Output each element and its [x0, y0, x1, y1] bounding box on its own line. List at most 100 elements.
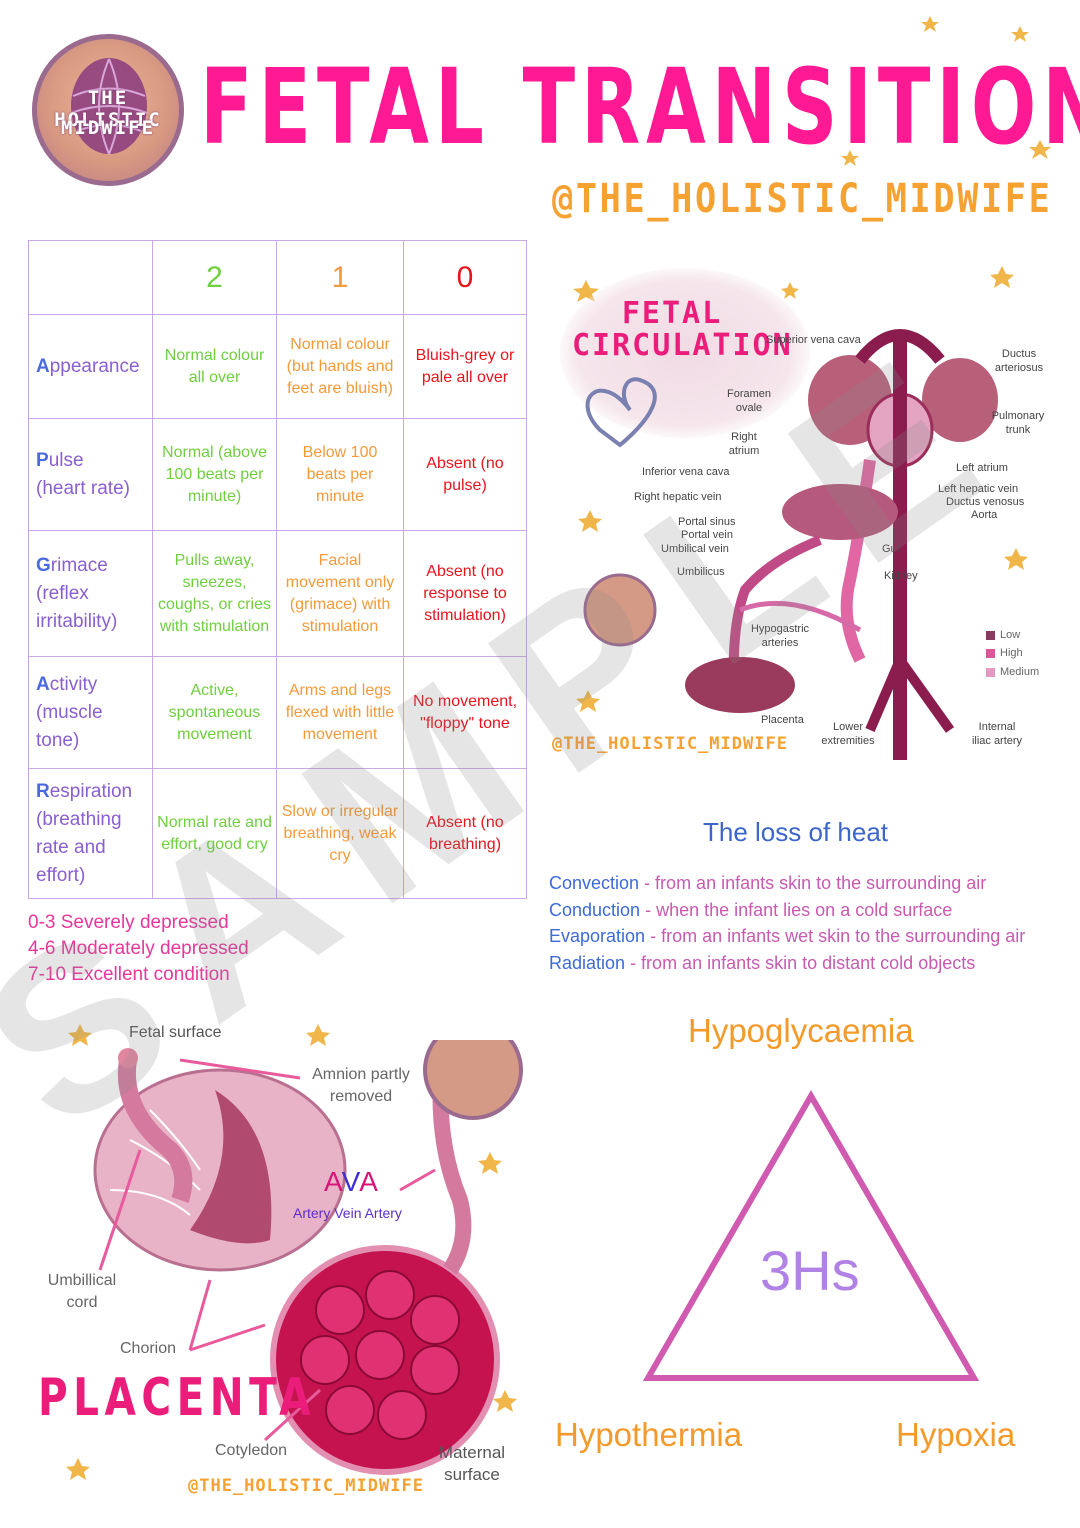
list-item: Convection - from an infants skin to the… — [549, 873, 987, 893]
label-hypoglycaemia: Hypoglycaemia — [688, 1012, 914, 1049]
label-left-hepatic-vein: Left hepatic vein — [938, 483, 1019, 495]
star-icon — [1004, 548, 1028, 570]
cell-appearance-2: Normal colour all over — [152, 314, 277, 419]
label-amnion: Amnion partly removed — [312, 1066, 410, 1105]
handle-mid: @THE_HOLISTIC_MIDWIFE — [552, 734, 788, 754]
label-ductus-arteriosus: Ductus arteriosus — [994, 348, 1044, 374]
liver — [782, 484, 898, 540]
cell-grimace-0: Absent (no response to stimulation) — [403, 530, 527, 657]
handle-top: @THE_HOLISTIC_MIDWIFE — [552, 176, 1053, 222]
heart-icon — [585, 377, 657, 448]
placenta-title: PLACENTA — [38, 1368, 316, 1428]
heat-loss-list: Convection - from an infants skin to the… — [549, 870, 1025, 976]
label-kidney: Kidney — [884, 570, 918, 582]
cell-grimace-1: Facial movement only (grimace) with stim… — [276, 530, 404, 657]
cell-activity-1: Arms and legs flexed with little movemen… — [276, 656, 404, 769]
left-lung — [922, 358, 998, 442]
legend-swatch-high — [986, 648, 995, 658]
star-icon — [921, 16, 939, 32]
legend-swatch-low — [986, 630, 995, 640]
star-icon — [478, 1152, 502, 1174]
table-row: Respiration(breathing rate and effort) N… — [28, 768, 527, 899]
logo: THE HOLISTIC MIDWIFE — [32, 34, 184, 186]
cell-activity-0: No movement, "floppy" tone — [403, 656, 527, 769]
label-placenta: Placenta — [761, 714, 804, 726]
label-right-hepatic-vein: Right hepatic vein — [634, 491, 722, 503]
cell-respiration-0: Absent (no breathing) — [403, 768, 527, 899]
heat-loss-title: The loss of heat — [703, 817, 888, 847]
label-umbilical-cord: Umbillical cord — [47, 1272, 117, 1311]
placenta-illustration — [93, 1040, 523, 1475]
star-icon — [781, 282, 799, 299]
apgar-score-key: 0-3 Severely depressed 4-6 Moderately de… — [28, 910, 249, 988]
label-lower-extremities: Lower extremities — [821, 721, 875, 747]
apgar-table: 2 1 0 Appearance Normal colour all over … — [28, 240, 527, 899]
three-hs-triangle — [642, 1090, 980, 1381]
label-chorion: Chorion — [120, 1340, 177, 1357]
three-hs-label: 3Hs — [760, 1239, 860, 1302]
list-item: Evaporation - from an infants wet skin t… — [549, 926, 1026, 946]
label-pulmonary-trunk: Pulmonary trunk — [991, 410, 1045, 436]
star-icon — [576, 690, 600, 712]
hypogastric-artery — [739, 600, 862, 633]
cell-activity-2: Active, spontaneous movement — [152, 656, 277, 769]
label-hypoxia: Hypoxia — [896, 1416, 1016, 1453]
mini-logo — [583, 573, 657, 647]
table-row: Activity(muscle tone) Active, spontaneou… — [28, 656, 527, 769]
cell-pulse-1: Below 100 beats per minute — [276, 418, 404, 531]
label-internal-iliac-artery: Internal iliac artery — [971, 721, 1023, 747]
fetal-circulation-title: FETAL CIRCULATION — [572, 296, 793, 363]
label-hypogastric-arteries: Hypogastric arteries — [750, 623, 810, 649]
row-label-appearance: Appearance — [28, 314, 153, 419]
fetal-circulation-title-line1: FETAL — [621, 296, 723, 331]
label-portal-sinus: Portal sinus — [678, 516, 736, 528]
iliac-artery-left — [865, 658, 905, 732]
table-row: Appearance Normal colour all over Normal… — [28, 314, 527, 419]
legend-high: High — [986, 647, 1023, 659]
list-item: Conduction - when the infant lies on a c… — [549, 899, 953, 920]
label-gut: Gut — [882, 543, 900, 555]
fetal-circulation-title-line2: CIRCULATION — [572, 328, 793, 363]
score-key-line: 0-3 Severely depressed — [28, 912, 229, 933]
fetal-circulation-diagram — [583, 329, 998, 760]
cell-pulse-0: Absent (no pulse) — [403, 418, 527, 531]
list-item: Radiation - from an infants skin to dist… — [549, 952, 976, 973]
star-icon — [990, 266, 1014, 288]
row-label-grimace: Grimace(reflex irritability) — [28, 530, 153, 657]
star-icon — [306, 1024, 330, 1046]
label-portal-vein: Portal vein — [681, 529, 733, 541]
handle-bottom: @THE_HOLISTIC_MIDWIFE — [188, 1476, 424, 1496]
score-header-2: 2 — [152, 240, 277, 315]
logo-line1: THE HOLISTIC — [54, 87, 162, 131]
label-foramen-ovale: Foramen ovale — [726, 388, 772, 414]
page-title: FETAL TRANSITION — [200, 46, 1080, 168]
label-umbilicus: Umbilicus — [677, 566, 725, 578]
cell-grimace-2: Pulls away, sneezes, coughs, or cries wi… — [152, 530, 277, 657]
label-umbilical-vein: Umbilical vein — [661, 543, 729, 555]
hot-air-balloon-icon — [70, 58, 148, 155]
label-maternal-surface: Maternal surface — [438, 1443, 506, 1484]
aortic-arch — [855, 329, 945, 364]
label-right-atrium: Right atrium — [728, 431, 760, 457]
star-icon — [841, 150, 859, 166]
iliac-artery-right — [895, 657, 955, 733]
star-icon — [493, 1390, 517, 1412]
score-key-line: 4-6 Moderately depressed — [28, 938, 249, 959]
label-superior-vena-cava: Superior vena cava — [766, 334, 861, 346]
table-row: Grimace(reflex irritability) Pulls away,… — [28, 530, 527, 657]
label-hypothermia: Hypothermia — [555, 1416, 743, 1453]
table-row: Pulse(heart rate) Normal (above 100 beat… — [28, 418, 527, 531]
label-inferior-vena-cava: Inferior vena cava — [642, 466, 730, 478]
cell-respiration-1: Slow or irregular breathing, weak cry — [276, 768, 404, 899]
mini-logo — [423, 1040, 523, 1120]
row-label-respiration: Respiration(breathing rate and effort) — [28, 768, 153, 899]
umbilical-cord-fetal — [118, 1058, 193, 1203]
label-aorta: Aorta — [971, 509, 998, 521]
label-cotyledon: Cotyledon — [215, 1442, 288, 1459]
fetal-circulation-backdrop — [560, 268, 810, 438]
legend-medium: Medium — [986, 666, 1039, 678]
cell-appearance-1: Normal colour (but hands and feet are bl… — [276, 314, 404, 419]
cell-appearance-0: Bluish-grey or pale all over — [403, 314, 527, 419]
cell-pulse-2: Normal (above 100 beats per minute) — [152, 418, 277, 531]
ava-label: AVA — [324, 1166, 379, 1197]
